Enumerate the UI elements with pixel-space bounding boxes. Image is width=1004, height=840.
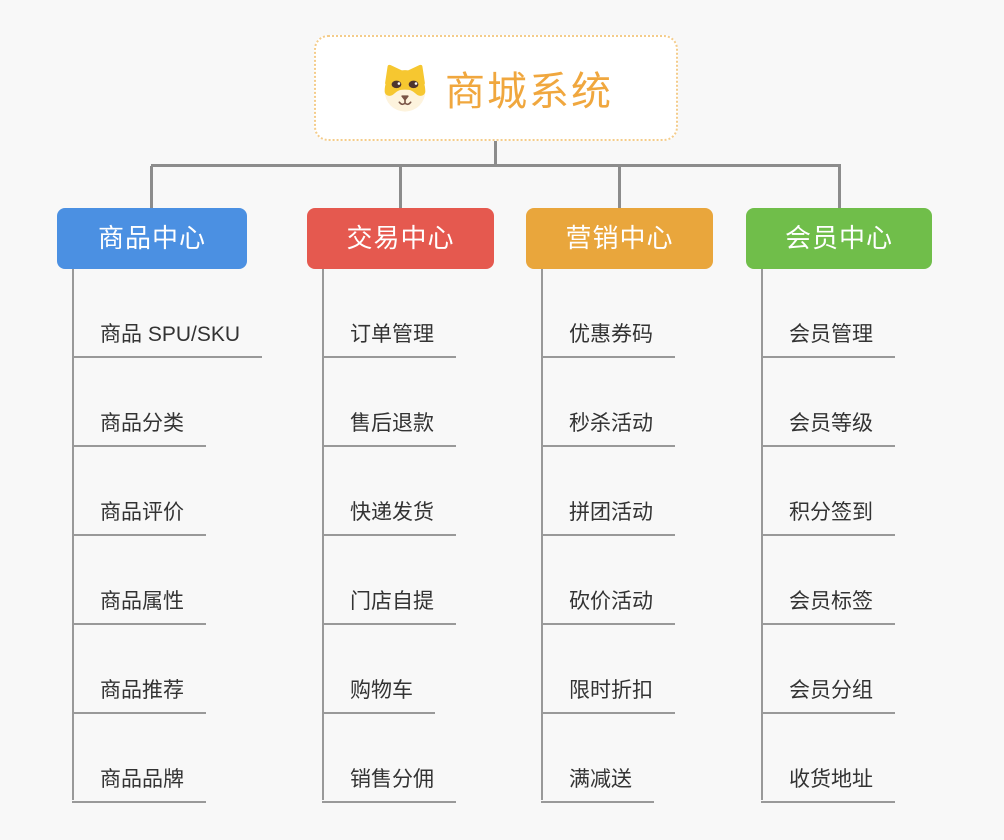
child-item: 砍价活动 <box>526 536 713 625</box>
connector-stub-marketing-center <box>618 166 621 208</box>
child-item: 秒杀活动 <box>526 358 713 447</box>
child-item: 优惠券码 <box>526 269 713 358</box>
child-node-group-buy[interactable]: 拼团活动 <box>541 496 675 536</box>
connector-stub-trade-center <box>399 166 402 208</box>
branch-product-center: 商品中心 商品 SPU/SKU 商品分类 商品评价 商品属性 商品推荐 商品品牌 <box>57 208 263 803</box>
child-node-bargain-activity[interactable]: 砍价活动 <box>541 585 675 625</box>
branch-children-marketing-center: 优惠券码 秒杀活动 拼团活动 砍价活动 限时折扣 满减送 <box>526 269 713 803</box>
child-node-product-category[interactable]: 商品分类 <box>72 407 206 447</box>
branch-trunk-line <box>761 269 763 800</box>
connector-horizontal-bus-line <box>151 164 841 167</box>
root-node-label: 商城系统 <box>445 70 613 114</box>
child-item: 会员标签 <box>746 536 932 625</box>
child-node-member-tag[interactable]: 会员标签 <box>761 585 895 625</box>
branch-trade-center: 交易中心 订单管理 售后退款 快递发货 门店自提 购物车 销售分佣 <box>307 208 494 803</box>
child-item: 销售分佣 <box>307 714 494 803</box>
branch-node-trade-center[interactable]: 交易中心 <box>307 208 494 269</box>
child-node-aftersale-refund[interactable]: 售后退款 <box>322 407 456 447</box>
child-item: 商品分类 <box>57 358 247 447</box>
child-item: 会员管理 <box>746 269 932 358</box>
child-item: 收货地址 <box>746 714 932 803</box>
branch-node-product-center[interactable]: 商品中心 <box>57 208 247 269</box>
child-item: 商品推荐 <box>57 625 247 714</box>
child-item: 门店自提 <box>307 536 494 625</box>
child-node-member-group[interactable]: 会员分组 <box>761 674 895 714</box>
branch-node-member-center[interactable]: 会员中心 <box>746 208 932 269</box>
branch-trunk-line <box>72 269 74 800</box>
child-node-store-pickup[interactable]: 门店自提 <box>322 585 456 625</box>
child-node-product-recommend[interactable]: 商品推荐 <box>72 674 206 714</box>
child-item: 商品属性 <box>57 536 247 625</box>
child-item: 商品评价 <box>57 447 247 536</box>
child-node-member-management[interactable]: 会员管理 <box>761 318 895 358</box>
child-item: 售后退款 <box>307 358 494 447</box>
branch-trunk-line <box>322 269 324 800</box>
child-item: 积分签到 <box>746 447 932 536</box>
connector-stub-product-center <box>150 166 153 208</box>
branch-node-marketing-center[interactable]: 营销中心 <box>526 208 713 269</box>
child-node-sales-commission[interactable]: 销售分佣 <box>322 763 456 803</box>
branch-children-product-center: 商品 SPU/SKU 商品分类 商品评价 商品属性 商品推荐 商品品牌 <box>57 269 263 803</box>
child-item: 购物车 <box>307 625 494 714</box>
branch-children-member-center: 会员管理 会员等级 积分签到 会员标签 会员分组 收货地址 <box>746 269 932 803</box>
child-item: 商品品牌 <box>57 714 247 803</box>
child-node-product-attribute[interactable]: 商品属性 <box>72 585 206 625</box>
child-item: 满减送 <box>526 714 713 803</box>
child-item: 商品 SPU/SKU <box>57 269 263 358</box>
child-item: 会员分组 <box>746 625 932 714</box>
child-node-full-reduction[interactable]: 满减送 <box>541 763 654 803</box>
branch-children-trade-center: 订单管理 售后退款 快递发货 门店自提 购物车 销售分佣 <box>307 269 494 803</box>
connector-root-drop-line <box>494 141 497 165</box>
child-item: 订单管理 <box>307 269 494 358</box>
child-item: 拼团活动 <box>526 447 713 536</box>
child-item: 快递发货 <box>307 447 494 536</box>
child-node-member-level[interactable]: 会员等级 <box>761 407 895 447</box>
dog-face-icon <box>379 62 431 114</box>
root-node-mall-system[interactable]: 商城系统 <box>314 35 678 141</box>
child-node-product-brand[interactable]: 商品品牌 <box>72 763 206 803</box>
child-node-flash-sale[interactable]: 秒杀活动 <box>541 407 675 447</box>
child-node-product-review[interactable]: 商品评价 <box>72 496 206 536</box>
child-node-limited-time-discount[interactable]: 限时折扣 <box>541 674 675 714</box>
child-node-coupon-code[interactable]: 优惠券码 <box>541 318 675 358</box>
child-node-shopping-cart[interactable]: 购物车 <box>322 674 435 714</box>
child-node-shipping-address[interactable]: 收货地址 <box>761 763 895 803</box>
child-node-product-spu-sku[interactable]: 商品 SPU/SKU <box>72 318 263 358</box>
branch-trunk-line <box>541 269 543 800</box>
child-node-points-checkin[interactable]: 积分签到 <box>761 496 895 536</box>
child-item: 会员等级 <box>746 358 932 447</box>
child-node-order-management[interactable]: 订单管理 <box>322 318 456 358</box>
connector-stub-member-center <box>838 166 841 208</box>
branch-member-center: 会员中心 会员管理 会员等级 积分签到 会员标签 会员分组 收货地址 <box>746 208 932 803</box>
child-node-express-delivery[interactable]: 快递发货 <box>322 496 456 536</box>
branch-marketing-center: 营销中心 优惠券码 秒杀活动 拼团活动 砍价活动 限时折扣 满减送 <box>526 208 713 803</box>
child-item: 限时折扣 <box>526 625 713 714</box>
